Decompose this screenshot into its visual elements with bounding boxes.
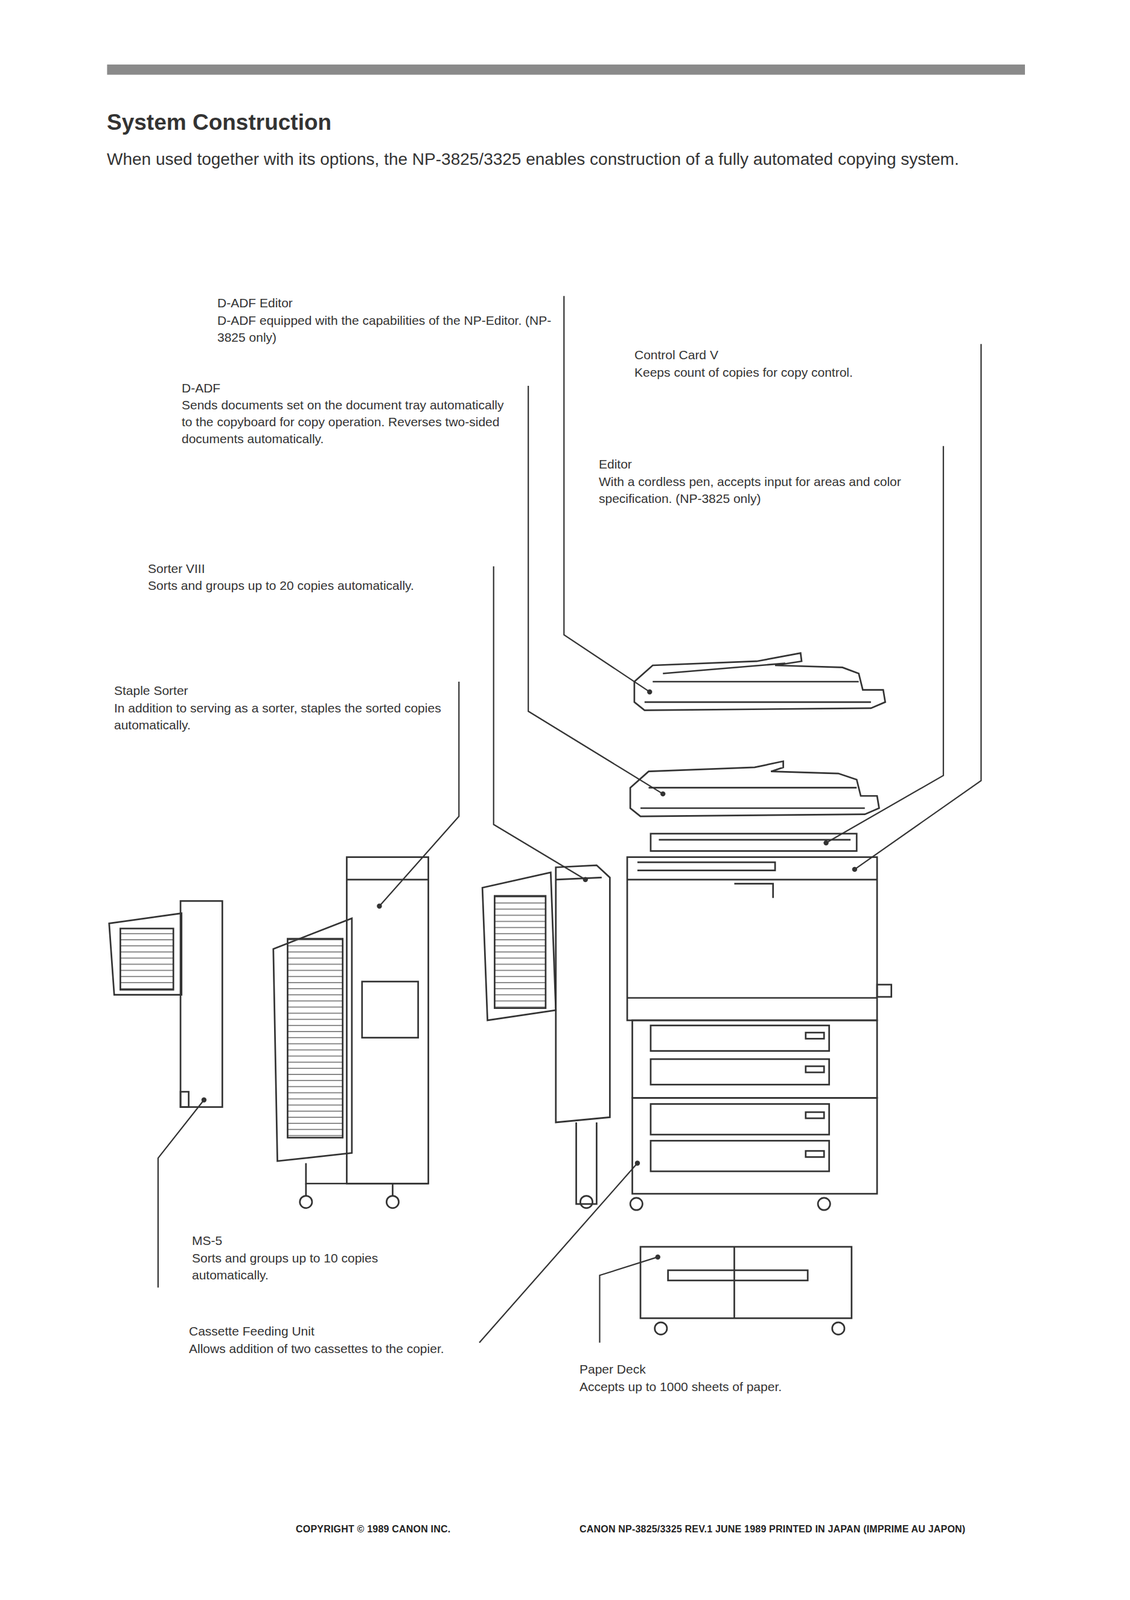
part-name: Paper Deck bbox=[579, 1360, 646, 1378]
part-description: Sorts and groups up to 10 copies automat… bbox=[191, 1249, 457, 1284]
leader-lines bbox=[158, 295, 981, 1342]
part-name: D-ADF bbox=[181, 379, 221, 397]
dadf-editor-unit bbox=[634, 653, 886, 711]
part-name: Cassette Feeding Unit bbox=[188, 1322, 315, 1340]
copier-body bbox=[627, 857, 892, 1211]
page-title: System Construction bbox=[106, 109, 332, 136]
part-name: D-ADF Editor bbox=[217, 294, 293, 312]
sorter-viii bbox=[482, 865, 610, 1208]
staple-sorter bbox=[273, 857, 429, 1208]
part-name: Control Card V bbox=[634, 346, 719, 364]
part-description: With a cordless pen, accepts input for a… bbox=[598, 473, 938, 508]
part-description: In addition to serving as a sorter, stap… bbox=[114, 699, 454, 734]
part-description: D-ADF equipped with the capabilities of … bbox=[217, 312, 555, 346]
part-name: Editor bbox=[598, 455, 633, 473]
footer-print-info: CANON NP-3825/3325 REV.1 JUNE 1989 PRINT… bbox=[579, 1523, 966, 1535]
part-description: Sorts and groups up to 20 copies automat… bbox=[147, 577, 454, 594]
part-description: Accepts up to 1000 sheets of paper. bbox=[579, 1378, 876, 1395]
dadf-unit bbox=[630, 761, 879, 817]
intro-text: When used together with its options, the… bbox=[106, 146, 1030, 173]
part-description: Allows addition of two cassettes to the … bbox=[188, 1340, 477, 1357]
equipment-drawing bbox=[109, 653, 892, 1335]
part-name: MS-5 bbox=[191, 1232, 223, 1249]
header-bar bbox=[106, 64, 1025, 75]
part-description: Sends documents set on the document tray… bbox=[181, 396, 517, 448]
editor-board bbox=[650, 833, 857, 852]
part-name: Sorter VIII bbox=[147, 560, 206, 578]
leader-dots bbox=[201, 689, 858, 1260]
footer-copyright: COPYRIGHT © 1989 CANON INC. bbox=[295, 1523, 451, 1535]
part-description: Keeps count of copies for copy control. bbox=[634, 363, 972, 381]
part-name: Staple Sorter bbox=[114, 682, 189, 700]
ms5-sorter bbox=[109, 900, 223, 1107]
paper-deck bbox=[640, 1246, 852, 1335]
